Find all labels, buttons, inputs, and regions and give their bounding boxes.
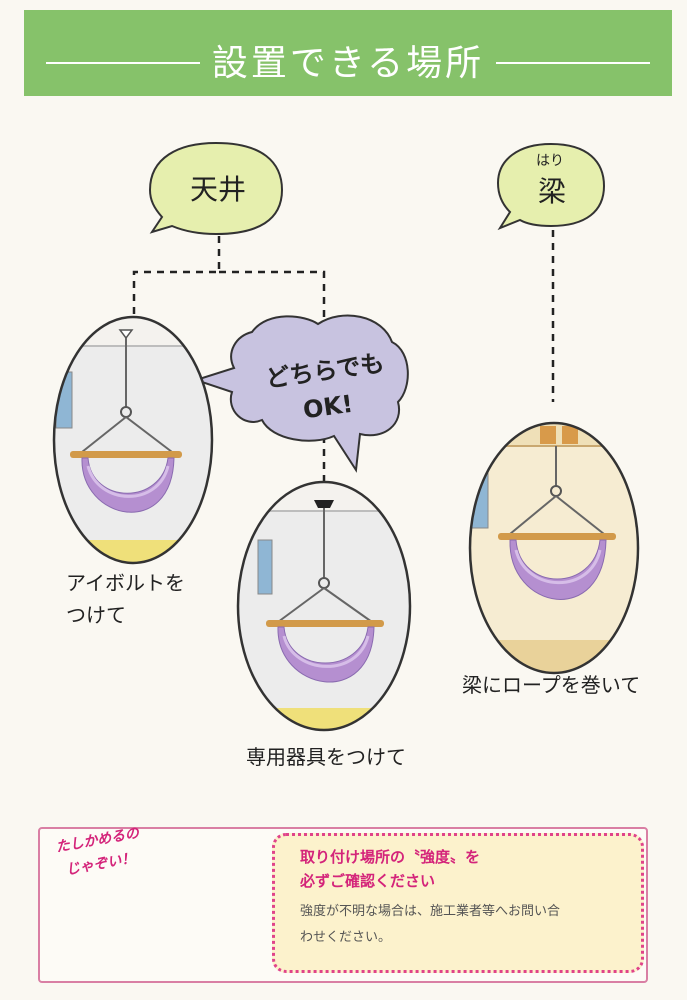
- banner-rule-left: [46, 62, 200, 64]
- banner-rule-right: [496, 62, 650, 64]
- speech-bubble: [192, 314, 409, 473]
- hammock-fixture-illustration: [236, 480, 412, 732]
- title-banner: 設置できる場所: [24, 10, 672, 96]
- beam-label: 梁: [537, 175, 566, 208]
- dashed-connectors: [132, 230, 555, 486]
- notice-callout: [272, 833, 644, 973]
- notice-heading-line-1: 取り付け場所の〝強度〟を: [300, 848, 481, 866]
- fixture-caption: 専用器具をつけて: [246, 745, 406, 769]
- beam-bubble: [496, 142, 606, 231]
- notice-body-line-1: 強度が不明な場合は、施工業者等へお問い合: [300, 904, 561, 919]
- ceiling-label: 天井: [189, 173, 246, 206]
- page-title: 設置できる場所: [211, 43, 485, 84]
- beam-caption: 梁にロープを巻いて: [462, 673, 641, 697]
- notice-body: 強度が不明な場合は、施工業者等へお問い合 わせください。: [300, 899, 620, 951]
- ceiling-bubble: [148, 141, 284, 236]
- hammock-ceiling-illustration: [52, 315, 214, 565]
- notice-heading-line-2: 必ずご確認ください: [300, 872, 436, 890]
- notice-body-line-2: わせください。: [300, 930, 392, 945]
- eyebolt-caption-line-2: つけて: [66, 603, 126, 627]
- notice-heading: 取り付け場所の〝強度〟を 必ずご確認ください: [300, 845, 480, 893]
- eyebolt-caption-line-1: アイボルトを: [66, 571, 185, 595]
- hammock-beam-illustration: [468, 421, 640, 675]
- beam-ruby: はり: [536, 153, 564, 169]
